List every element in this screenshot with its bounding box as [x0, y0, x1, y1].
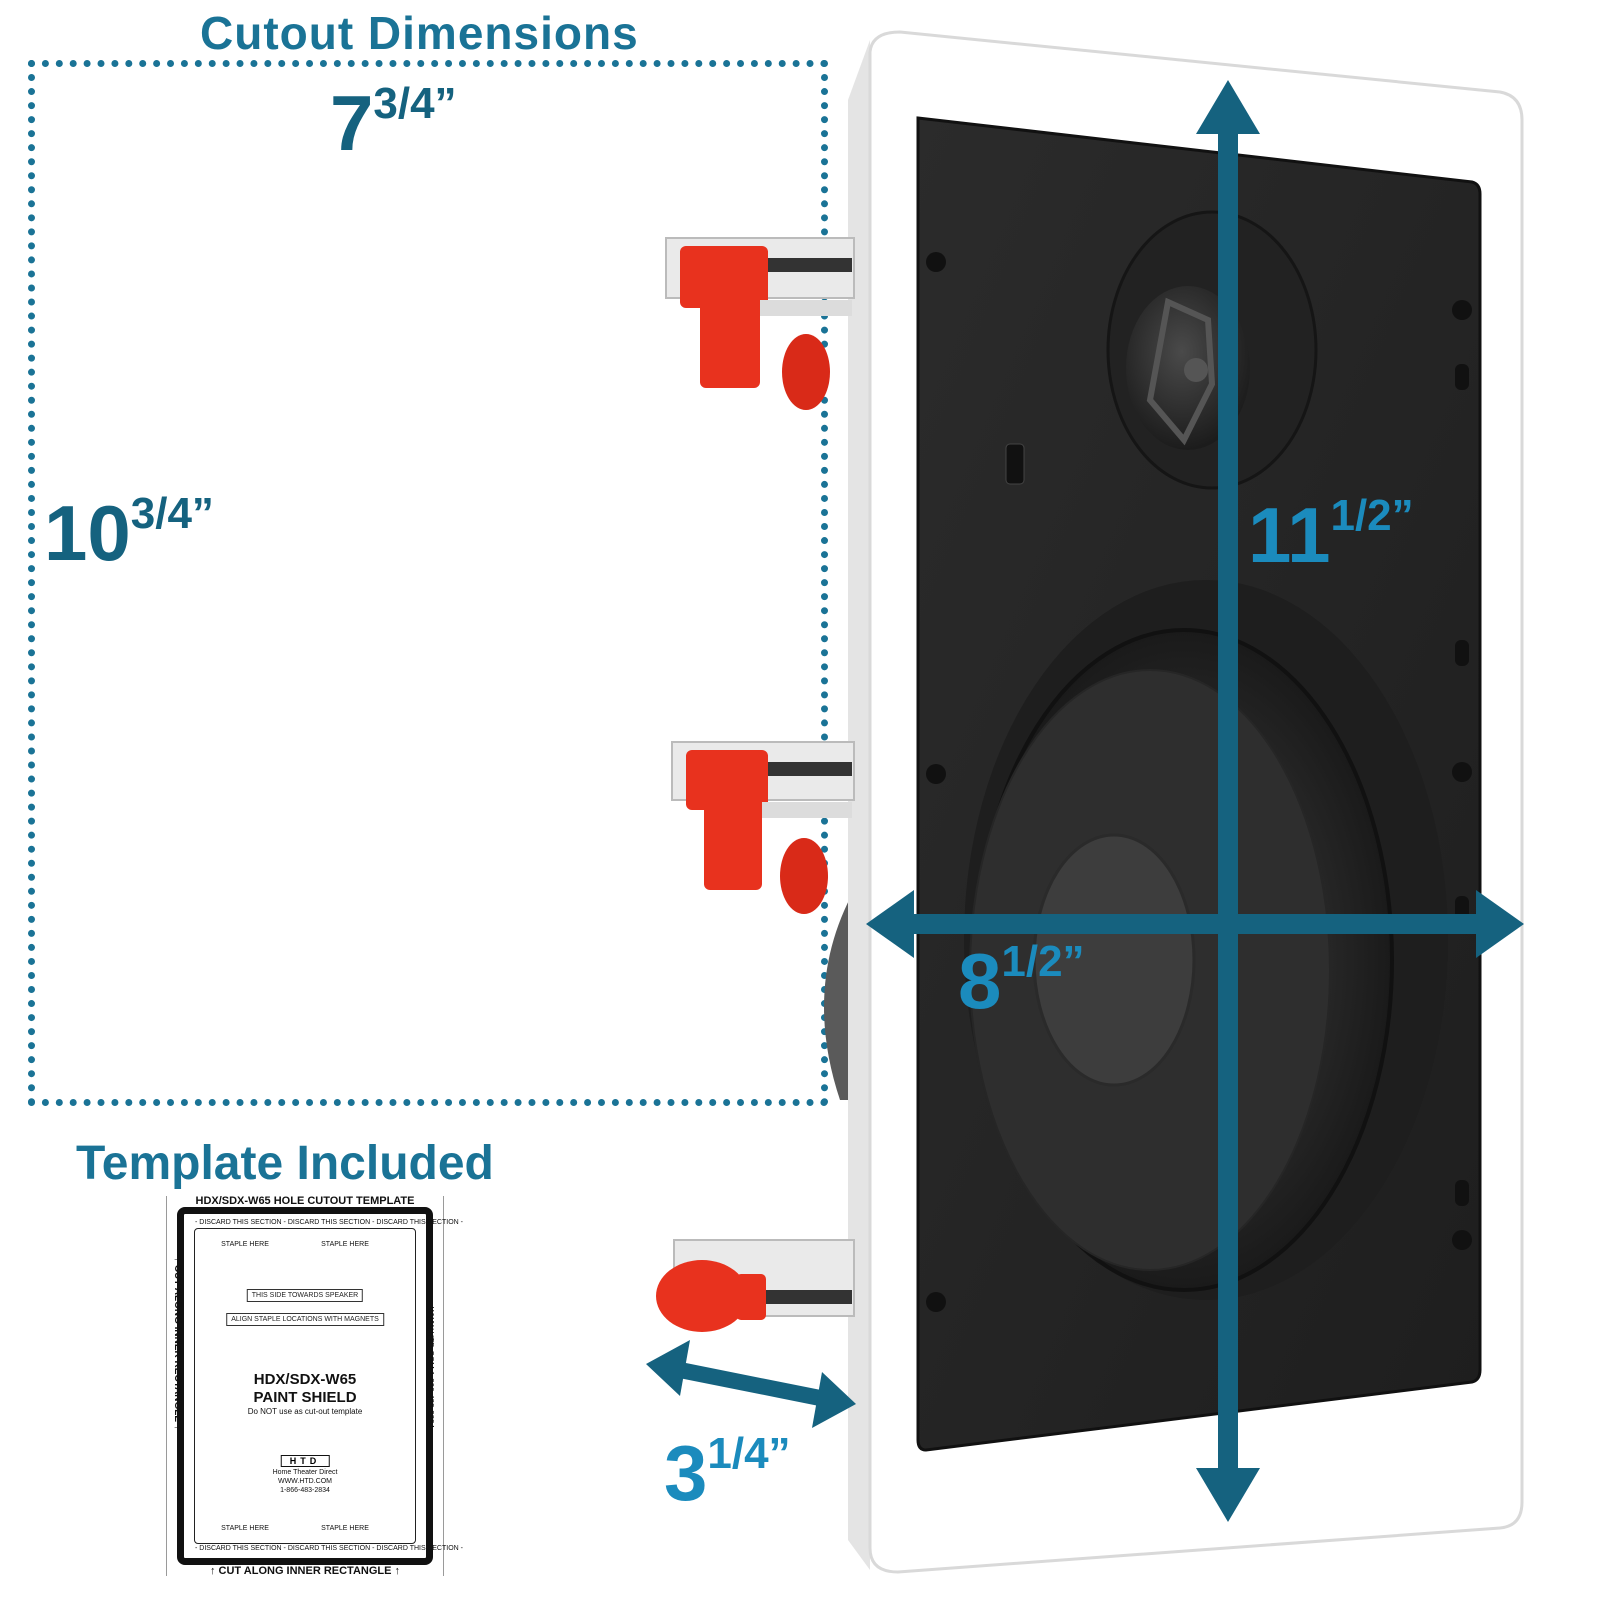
- woofer: [964, 580, 1448, 1300]
- frame-side: [848, 40, 870, 1570]
- template-discard-top: - DISCARD THIS SECTION - DISCARD THIS SE…: [195, 1219, 463, 1226]
- cutout-template-card: HDX/SDX-W65 HOLE CUTOUT TEMPLATE - DISCA…: [166, 1195, 463, 1577]
- template-staple-top-left: STAPLE HERE: [221, 1241, 269, 1248]
- cutout-dimensions-heading: Cutout Dimensions: [200, 7, 639, 59]
- mounting-clip-bottom: [656, 1239, 855, 1332]
- template-outer-border: - DISCARD THIS SECTION - DISCARD THIS SE…: [177, 1207, 463, 1565]
- speaker-height-label: 111/2”: [1248, 491, 1414, 579]
- tweeter: [1106, 210, 1318, 490]
- template-align-staple: ALIGN STAPLE LOCATIONS WITH MAGNETS: [226, 1313, 384, 1326]
- htd-logo: HTD: [280, 1455, 330, 1467]
- template-paint-shield: PAINT SHIELD: [253, 1389, 357, 1406]
- mounting-clip-top: [665, 237, 855, 410]
- depth-arrow: [646, 1340, 856, 1428]
- template-right-label: WWW.HTD.COM 1-866-483-2834: [426, 1307, 435, 1428]
- mounting-clip-middle: [671, 741, 855, 914]
- cutout-outline: [28, 60, 828, 1106]
- cutout-width-label: 73/4”: [330, 79, 457, 167]
- width-arrow: [866, 890, 1524, 958]
- template-header: HDX/SDX-W65 HOLE CUTOUT TEMPLATE: [167, 1195, 443, 1207]
- template-staple-bottom-left: STAPLE HERE: [221, 1525, 269, 1532]
- template-towards-speaker: THIS SIDE TOWARDS SPEAKER: [246, 1289, 364, 1302]
- speaker-width-label: 81/2”: [958, 937, 1085, 1025]
- height-arrow: [1196, 80, 1260, 1522]
- template-website: WWW.HTD.COM: [277, 1478, 333, 1485]
- template-side-label: ↑ CUT ALONG INNER RECTANGLE ↑: [172, 1257, 183, 1430]
- depth-label: 31/4”: [664, 1429, 791, 1517]
- template-inner-rectangle: - DISCARD THIS SECTION - DISCARD THIS SE…: [194, 1219, 463, 1552]
- template-footer: ↑ CUT ALONG INNER RECTANGLE ↑: [167, 1565, 443, 1577]
- template-discard-bottom: - DISCARD THIS SECTION - DISCARD THIS SE…: [195, 1545, 463, 1552]
- baffle-holes: [926, 252, 1472, 1312]
- template-model: HDX/SDX-W65: [253, 1371, 357, 1388]
- template-note: Do NOT use as cut-out template: [247, 1407, 363, 1416]
- template-staple-bottom-right: STAPLE HERE: [321, 1525, 369, 1532]
- template-company: Home Theater Direct: [272, 1469, 338, 1476]
- template-included-heading: Template Included: [76, 1137, 494, 1190]
- cutout-height-label: 103/4”: [44, 489, 214, 577]
- level-switch: [1005, 443, 1025, 485]
- template-staple-top-right: STAPLE HERE: [321, 1241, 369, 1248]
- template-phone: 1-866-483-2834: [280, 1487, 330, 1494]
